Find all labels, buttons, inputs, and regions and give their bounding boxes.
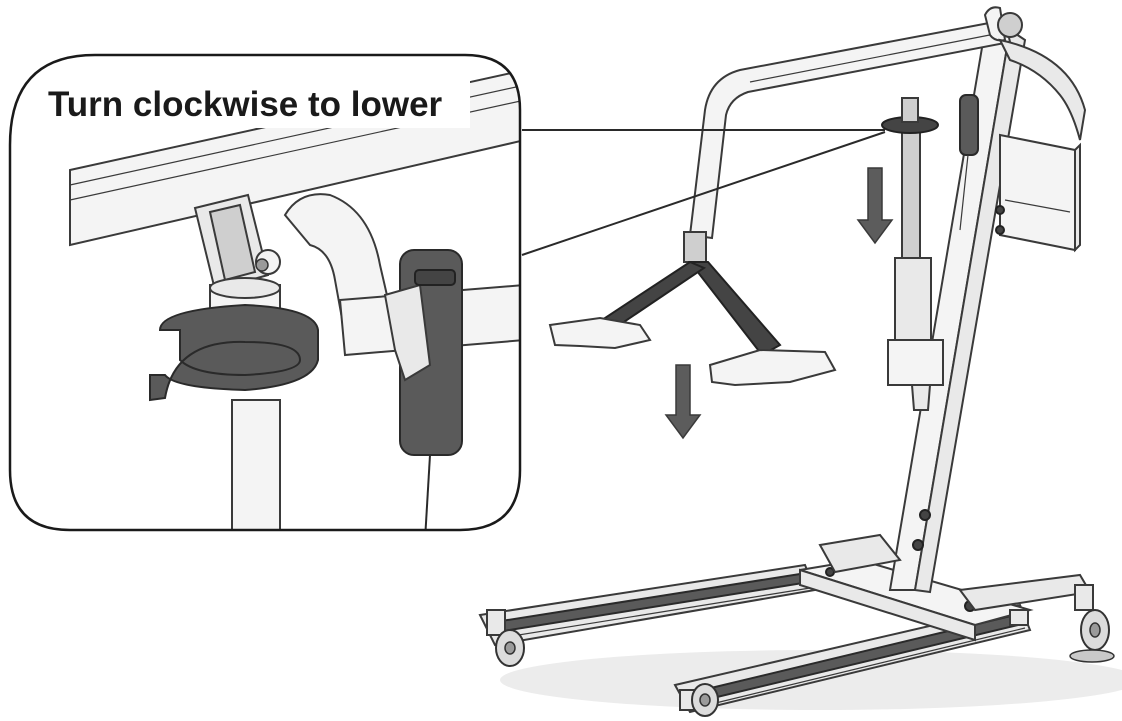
mast xyxy=(818,28,1027,594)
battery-box xyxy=(995,133,1081,253)
down-arrow-icon xyxy=(664,364,702,440)
callout-leaders xyxy=(521,129,886,256)
boom-arm xyxy=(688,6,1087,240)
caster-rear-right xyxy=(1069,584,1115,663)
actuator xyxy=(881,97,944,411)
base-leg-left xyxy=(478,563,817,647)
down-arrow-icon xyxy=(856,167,894,245)
caster-front-right xyxy=(1009,609,1029,626)
caster-rear-left xyxy=(486,609,525,667)
base-crossmember xyxy=(799,558,1034,642)
zoom-callout: Turn clockwise to lower xyxy=(8,53,522,532)
base-rear-right xyxy=(958,573,1092,612)
caster-front-left xyxy=(679,683,719,717)
spreader-bar xyxy=(548,231,837,387)
patient-lift xyxy=(478,6,1122,717)
hand-control xyxy=(959,94,979,231)
callout-title: Turn clockwise to lower xyxy=(48,85,443,124)
